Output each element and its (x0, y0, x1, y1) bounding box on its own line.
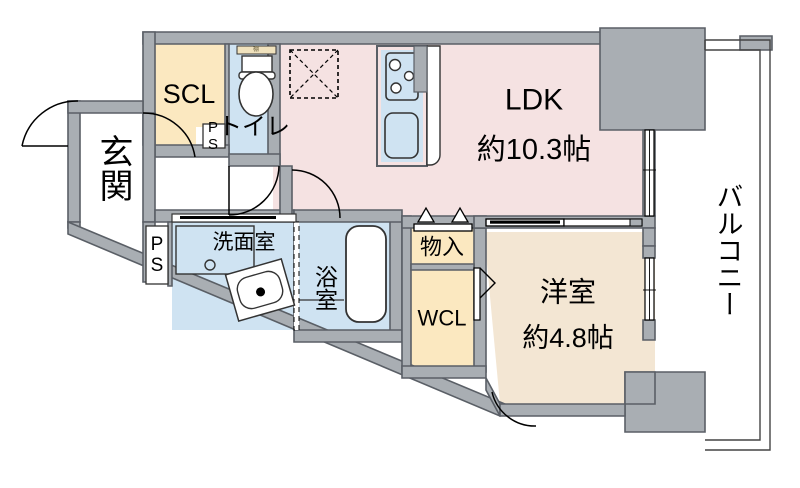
bathtub (345, 225, 387, 323)
sliding-partition-ldk-bedroom (485, 218, 643, 227)
room-fill-genkan (80, 101, 155, 222)
room-label-ldk: LDK (504, 83, 564, 117)
kitchen-unit (376, 45, 441, 167)
ps-label-upper: PS (204, 119, 222, 153)
doors (21, 100, 537, 427)
room-label-bedroom: 洋室 (539, 276, 597, 308)
room-label-wcl: WCL (417, 305, 467, 331)
toilet-shelf-label: 棚 (252, 46, 260, 53)
room-label-balcony: バルコニー (712, 182, 743, 318)
monoire-door-marks (413, 206, 473, 232)
bath-fixtures (293, 221, 387, 331)
room-label-scl: SCL (162, 78, 216, 109)
room-fill-scl (155, 44, 225, 145)
scl-door (142, 112, 196, 158)
washroom-fixtures (171, 213, 297, 322)
room-fill-wcl (411, 268, 474, 366)
ps-boxes (145, 123, 226, 285)
kitchen-sink (384, 112, 419, 159)
room-label-toilet: トイレ (218, 113, 290, 141)
washbasin (224, 258, 296, 322)
washing-machine-space (289, 49, 339, 99)
room-label-washroom: 洗面室 (212, 230, 276, 254)
wcl-door (473, 267, 496, 321)
room-fill-bedroom (484, 232, 655, 404)
toilet-bowl (238, 71, 274, 117)
ps-label-lower: PS (146, 234, 168, 276)
balcony-railing (704, 39, 771, 451)
room-fill-monoire (411, 228, 474, 264)
room-label-genkan: 玄関 (94, 134, 132, 202)
entrance-door (21, 100, 79, 147)
room-size-bedroom: 約4.8帖 (522, 322, 614, 353)
windows (643, 129, 656, 321)
bedroom-door (491, 391, 537, 427)
ldk-door (291, 169, 341, 219)
toilet-door (228, 165, 280, 216)
room-size-ldk: 約10.3帖 (476, 133, 592, 166)
room-label-bath: 浴室 (311, 265, 338, 311)
toilet-shelf (236, 45, 277, 55)
room-label-monoire: 物入 (419, 234, 465, 260)
vanity-counter (175, 225, 255, 275)
toilet-fixture (236, 45, 277, 117)
toilet-tank (241, 55, 273, 73)
